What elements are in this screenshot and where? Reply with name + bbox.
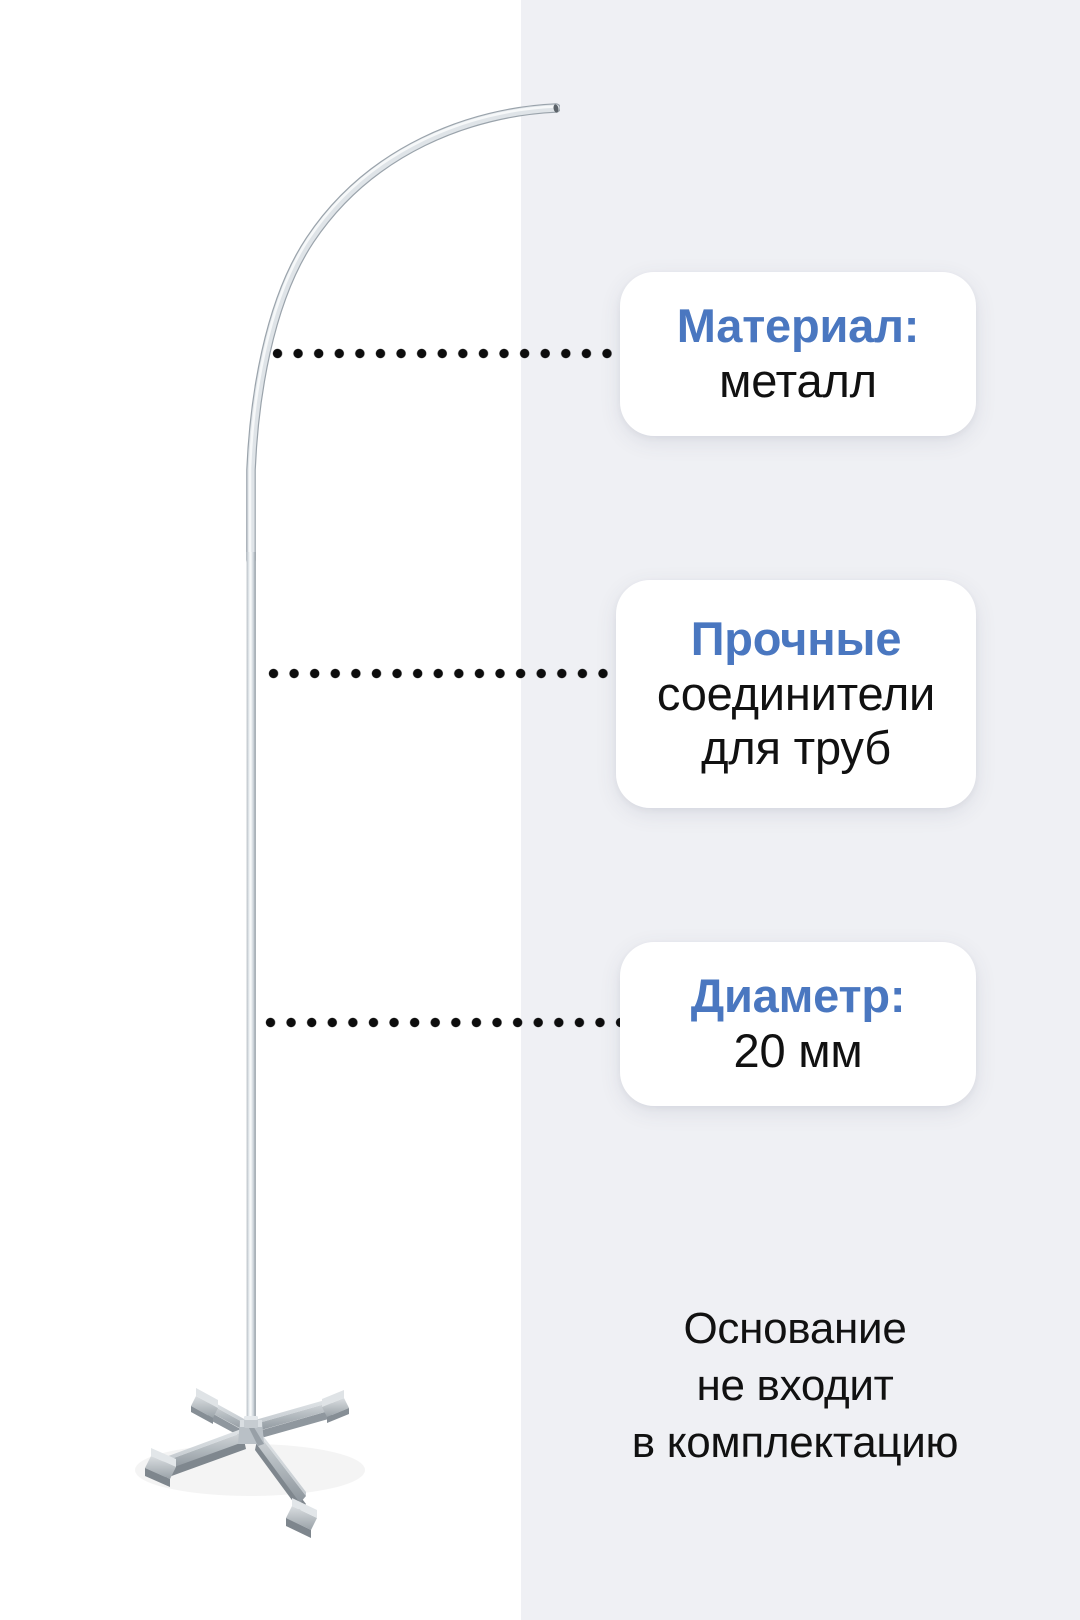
callout-heading-connectors: Прочные [690, 611, 902, 665]
dotted-leader-line-connectors [268, 668, 624, 679]
callout-card-material: Материал: металл [620, 272, 976, 436]
callout-body-material: металл [719, 354, 877, 407]
background-panel-left [0, 0, 521, 1620]
footnote-block: Основание не входит в комплектацию [560, 1300, 1030, 1472]
dotted-leader-line-diameter [265, 1017, 624, 1028]
callout-body-connectors-line2: для труб [701, 721, 891, 775]
callout-card-diameter: Диаметр: 20 мм [620, 942, 976, 1106]
callout-body-connectors-line1: соединители [656, 666, 936, 720]
callout-heading-material: Материал: [676, 299, 920, 353]
callout-body-diameter: 20 мм [733, 1024, 863, 1077]
callout-card-connectors: Прочные соединители для труб [616, 580, 976, 808]
callout-heading-diameter: Диаметр: [690, 969, 906, 1023]
footnote-line-3: в комплектацию [631, 1418, 959, 1468]
dotted-leader-line-material [272, 348, 624, 359]
footnote-line-1: Основание [683, 1304, 907, 1353]
footnote-line-2: не входит [696, 1361, 894, 1411]
background-panel-right [521, 0, 1080, 1620]
